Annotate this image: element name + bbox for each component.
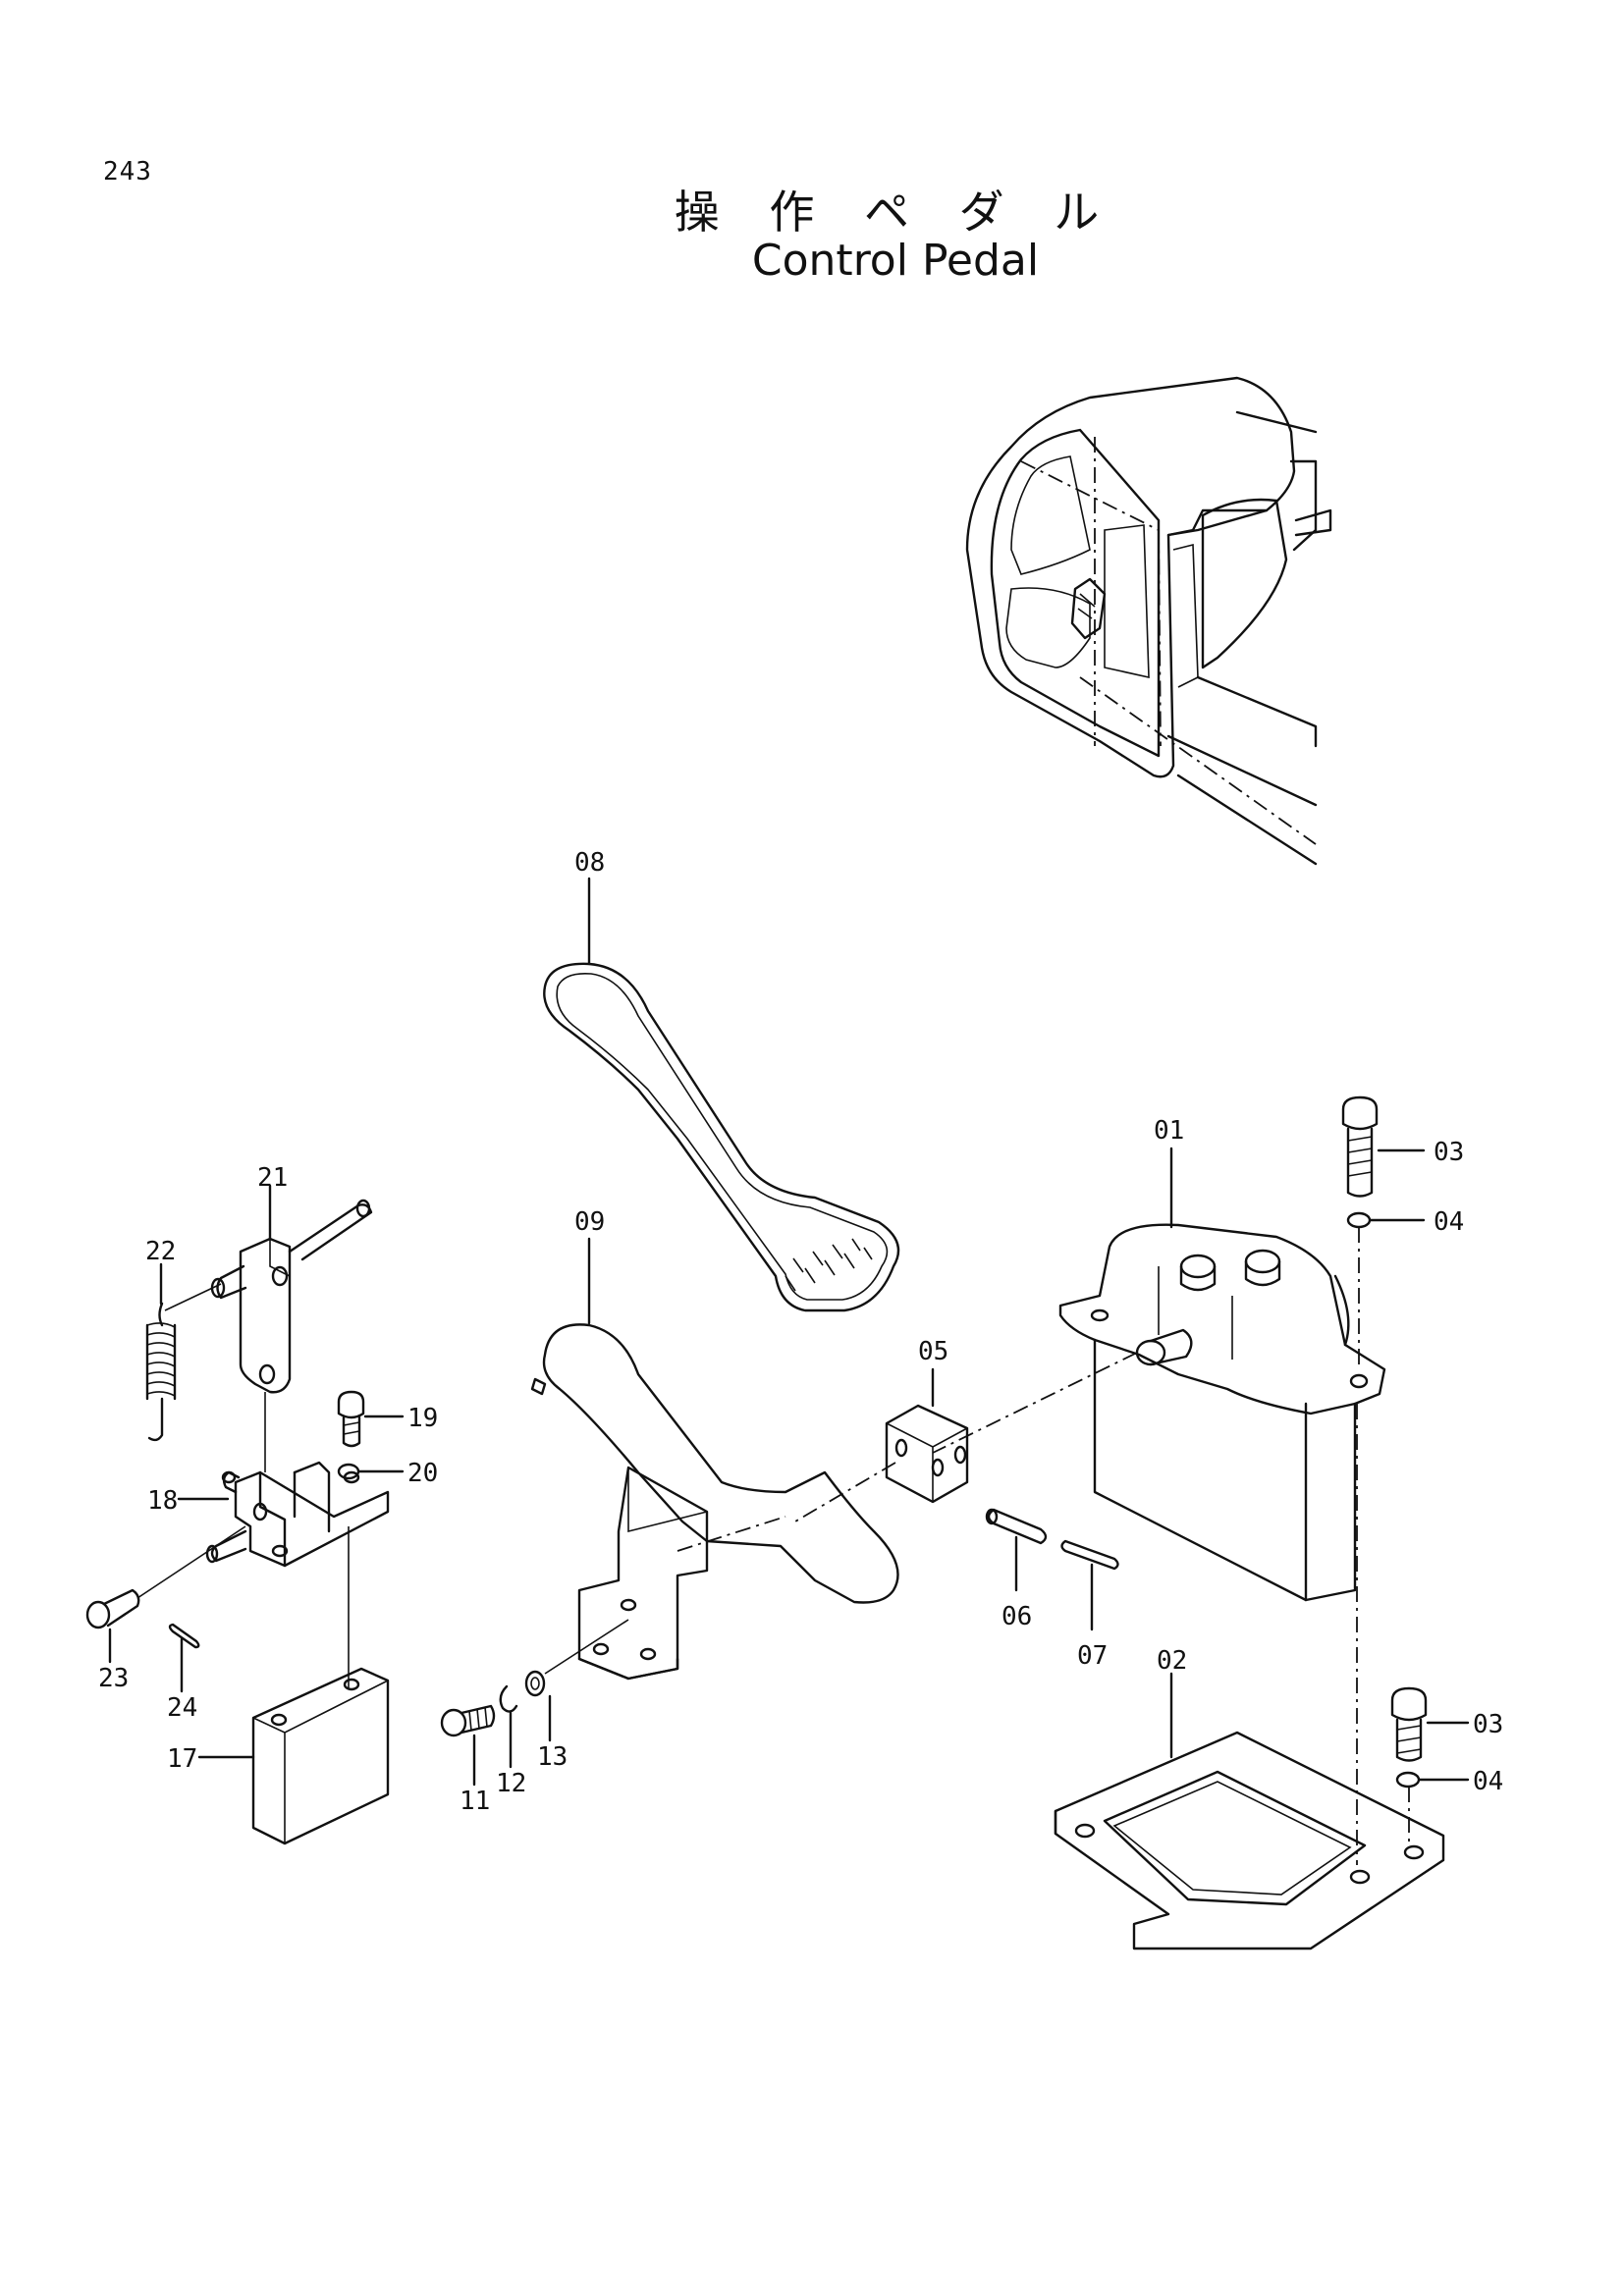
centerline-shaft — [932, 1352, 1138, 1454]
label-17: 17 — [167, 1744, 197, 1774]
label-22: 22 — [145, 1237, 176, 1266]
base-plate-02 — [1054, 1731, 1445, 1950]
spring-22 — [145, 1302, 177, 1442]
pedal-valve-01 — [1058, 1223, 1386, 1602]
pin-23 — [85, 1588, 140, 1629]
label-13: 13 — [537, 1742, 568, 1772]
label-02: 02 — [1157, 1646, 1187, 1676]
label-23: 23 — [98, 1664, 129, 1693]
pedal-cover-08 — [543, 962, 900, 1312]
washer-12 — [499, 1684, 518, 1713]
block-05 — [885, 1404, 969, 1504]
cotter-pin-24 — [168, 1623, 200, 1649]
label-12: 12 — [496, 1769, 526, 1798]
washer-04-lower — [1395, 1771, 1421, 1789]
label-21: 21 — [257, 1163, 288, 1193]
washer-13 — [524, 1670, 546, 1697]
axis-22 — [164, 1283, 222, 1311]
axis-23 — [136, 1525, 246, 1599]
bracket-21 — [210, 1199, 373, 1394]
label-04b: 04 — [1473, 1767, 1503, 1796]
title-japanese: 操 作 ペ ダ ル — [674, 186, 1117, 239]
bolt-03-upper — [1341, 1095, 1379, 1198]
pin-07 — [1060, 1539, 1119, 1571]
label-01: 01 — [1154, 1116, 1184, 1146]
bolt-11 — [440, 1704, 496, 1737]
page-number: 243 — [103, 157, 152, 187]
bolt-03-lower — [1390, 1686, 1428, 1762]
label-07: 07 — [1077, 1641, 1108, 1671]
label-09: 09 — [574, 1207, 605, 1237]
bolt-19 — [337, 1390, 365, 1448]
centerline-block — [794, 1462, 896, 1522]
axis-13 — [544, 1619, 629, 1675]
washer-20 — [337, 1463, 360, 1480]
label-03a: 03 — [1434, 1138, 1464, 1167]
label-19: 19 — [407, 1404, 438, 1433]
title-english: Control Pedal — [751, 236, 1040, 286]
label-08: 08 — [574, 848, 605, 878]
label-11: 11 — [460, 1787, 490, 1816]
bracket-base-18 — [205, 1461, 390, 1568]
label-03b: 03 — [1473, 1710, 1503, 1739]
label-04a: 04 — [1434, 1207, 1464, 1237]
washer-04-upper — [1346, 1211, 1372, 1229]
label-06: 06 — [1001, 1602, 1032, 1631]
block-17 — [251, 1667, 390, 1845]
label-24: 24 — [167, 1693, 197, 1723]
label-05: 05 — [918, 1337, 948, 1366]
cab-illustration — [965, 376, 1332, 866]
pin-06 — [985, 1508, 1048, 1545]
pedal-09 — [530, 1323, 899, 1681]
label-20: 20 — [407, 1459, 438, 1488]
label-18: 18 — [147, 1486, 178, 1516]
